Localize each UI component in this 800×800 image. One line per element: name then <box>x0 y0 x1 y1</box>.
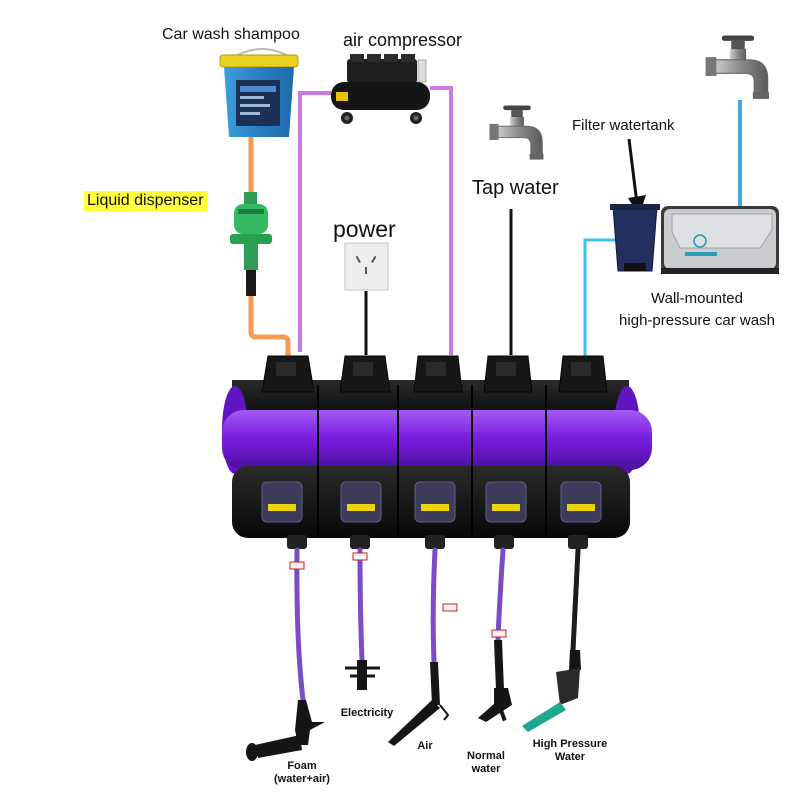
hose-reel-icon <box>222 355 652 549</box>
compressor-icon <box>331 54 430 124</box>
faucet-icon <box>488 104 545 161</box>
filter-arrow <box>627 138 639 205</box>
socket-icon <box>344 242 389 291</box>
air-tool-label: Air <box>417 740 433 752</box>
faucet-icon <box>704 34 770 100</box>
power-label: power <box>333 216 396 242</box>
spray-gun-icon <box>388 662 450 746</box>
hoses <box>294 547 581 703</box>
electricity-tool-label: Electricity <box>340 707 394 719</box>
compressor-label: air compressor <box>343 30 463 50</box>
dispenser-label: Liquid dispenser <box>84 191 207 211</box>
pipes <box>248 86 742 358</box>
spray-gun-icon <box>522 650 581 732</box>
bucket-icon <box>219 48 299 137</box>
high-pressure-tool-label-line2: Water <box>554 751 586 763</box>
normal-water-tool-label-line1: Normal <box>467 750 505 762</box>
foam-tool-label: Foam (water+air) <box>262 760 342 786</box>
dispenser-icon <box>230 192 272 296</box>
pressure-washer-icon <box>661 206 779 274</box>
filter-tank-label: Filter watertank <box>572 117 675 134</box>
shampoo-label: Car wash shampoo <box>162 26 300 43</box>
shampoo-pipe <box>248 137 291 358</box>
water-tank-icon <box>610 204 660 272</box>
foam-tool-label-line2: (water+air) <box>274 773 330 785</box>
foam-tool-label-line1: Foam <box>287 760 317 772</box>
tank-to-reel-pipe <box>583 238 616 356</box>
air-pipe <box>298 86 453 355</box>
normal-water-tool-label: Normal water <box>456 750 516 776</box>
spray-gun-icon <box>345 660 380 690</box>
hose-tags <box>289 552 507 638</box>
normal-water-tool-label-line2: water <box>471 763 501 775</box>
wall-mounted-label-line1: Wall-mounted <box>651 290 743 307</box>
tap-water-label: Tap water <box>472 177 559 199</box>
high-pressure-tool-label-line1: High Pressure <box>532 738 608 750</box>
wall-mounted-label-line2: high-pressure car wash <box>619 312 775 329</box>
spray-gun-icon <box>246 700 325 761</box>
spray-gun-icon <box>478 640 512 722</box>
high-pressure-tool-label: High Pressure Water <box>530 738 610 764</box>
